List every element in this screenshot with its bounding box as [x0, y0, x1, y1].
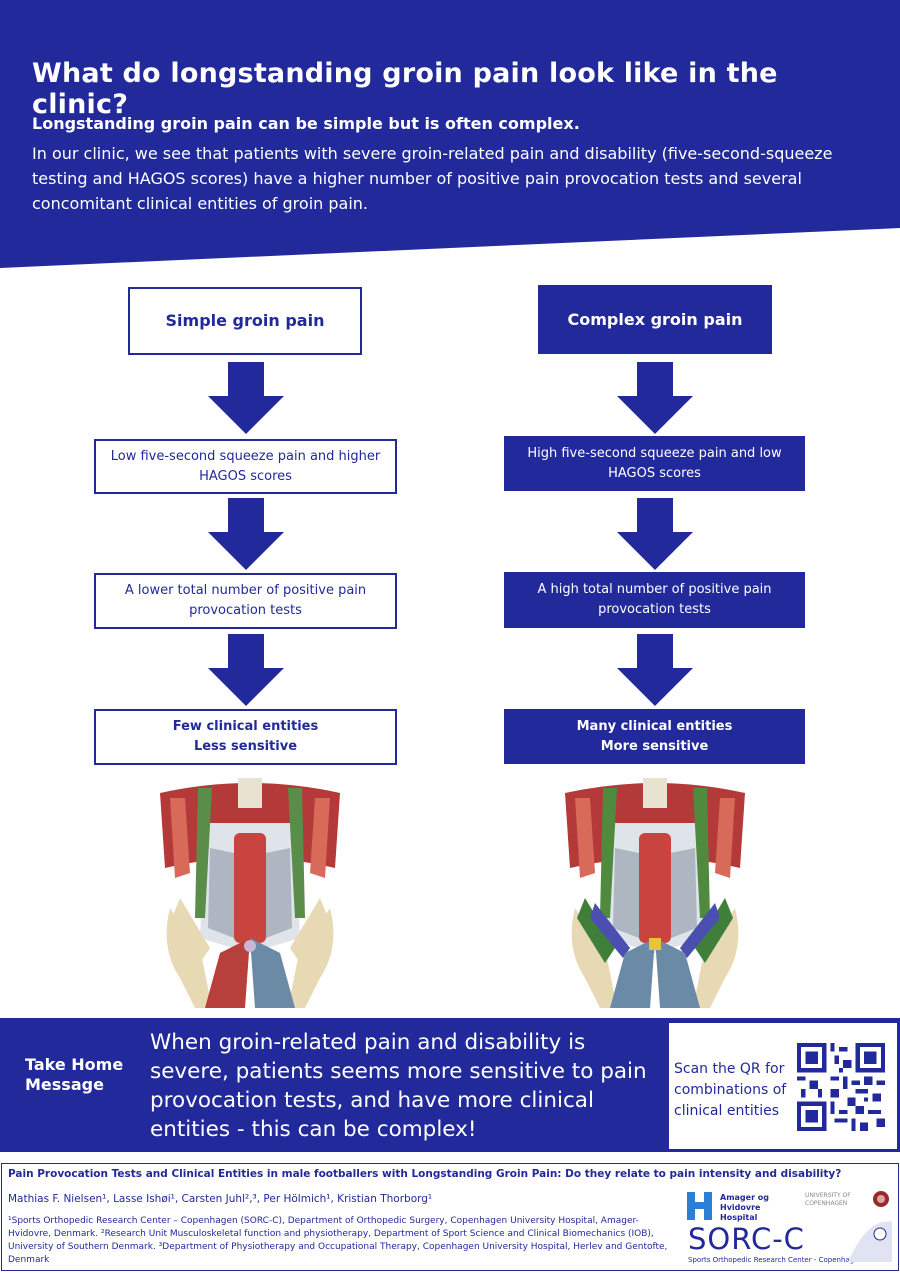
hospital-logo-icon: [684, 1190, 720, 1222]
sorc-logo: SORC-C: [688, 1222, 805, 1256]
university-logo-text: UNIVERSITY OF COPENHAGEN: [805, 1192, 851, 1207]
complex-step3-line2: More sensitive: [600, 738, 709, 754]
complex-step1: High five-second squeeze pain and low HA…: [527, 445, 782, 481]
authors: Mathias F. Nielsen¹, Lasse Ishøi¹, Carst…: [8, 1193, 433, 1205]
header-banner: [0, 0, 900, 270]
take-home-message: When groin-related pain and disability i…: [150, 1030, 647, 1142]
simple-step2: A lower total number of positive pain pr…: [124, 583, 367, 618]
arrow-down-icon: [617, 362, 693, 434]
intro-text: In our clinic, we see that patients with…: [32, 144, 833, 213]
arrow-down-icon: [617, 498, 693, 570]
simple-heading: Simple groin pain: [165, 311, 325, 330]
university-seal-icon: [873, 1191, 889, 1207]
paper-title: Pain Provocation Tests and Clinical Enti…: [8, 1168, 842, 1180]
complex-step1-box: High five-second squeeze pain and low HA…: [504, 436, 805, 491]
complex-step2-box: A high total number of positive pain pro…: [504, 572, 805, 628]
simple-step3-box: Few clinical entities Less sensitive: [94, 709, 397, 765]
sorc-logo-subtitle: Sports Orthopedic Research Center - Cope…: [688, 1256, 863, 1264]
simple-heading-box: Simple groin pain: [128, 287, 362, 355]
qr-code-icon[interactable]: [797, 1043, 885, 1131]
sorc-ball-icon: [848, 1221, 892, 1262]
qr-caption: Scan the QR for combinations of clinical…: [674, 1061, 787, 1119]
complex-step2: A high total number of positive pain pro…: [537, 582, 772, 617]
arrow-down-icon: [208, 498, 284, 570]
simple-step1: Low five-second squeeze pain and higher …: [110, 448, 381, 484]
footer-panel: [1, 1163, 899, 1271]
page-subtitle: Longstanding groin pain can be simple bu…: [32, 114, 580, 133]
take-home-label: Take Home Message: [25, 1055, 124, 1094]
complex-heading-box: Complex groin pain: [538, 285, 772, 354]
header-background: [0, 0, 900, 268]
hospital-logo-text: Amager og Hvidovre Hospital: [720, 1193, 770, 1222]
complex-step3-box: Many clinical entities More sensitive: [504, 709, 805, 764]
arrow-down-icon: [208, 634, 284, 706]
arrow-down-icon: [617, 634, 693, 706]
simple-step1-box: Low five-second squeeze pain and higher …: [94, 439, 397, 494]
simple-anatomy-illustration: [160, 778, 340, 1008]
page-title: What do longstanding groin pain look lik…: [32, 58, 778, 120]
simple-step3-line1: Few clinical entities: [172, 719, 319, 734]
affiliations: ¹Sports Orthopedic Research Center – Cop…: [8, 1216, 668, 1265]
complex-heading: Complex groin pain: [567, 309, 743, 329]
simple-step2-box: A lower total number of positive pain pr…: [94, 573, 397, 629]
complex-anatomy-illustration: [565, 778, 745, 1008]
arrow-down-icon: [208, 362, 284, 434]
complex-step3-line1: Many clinical entities: [576, 718, 733, 734]
simple-step3-line2: Less sensitive: [193, 739, 298, 754]
